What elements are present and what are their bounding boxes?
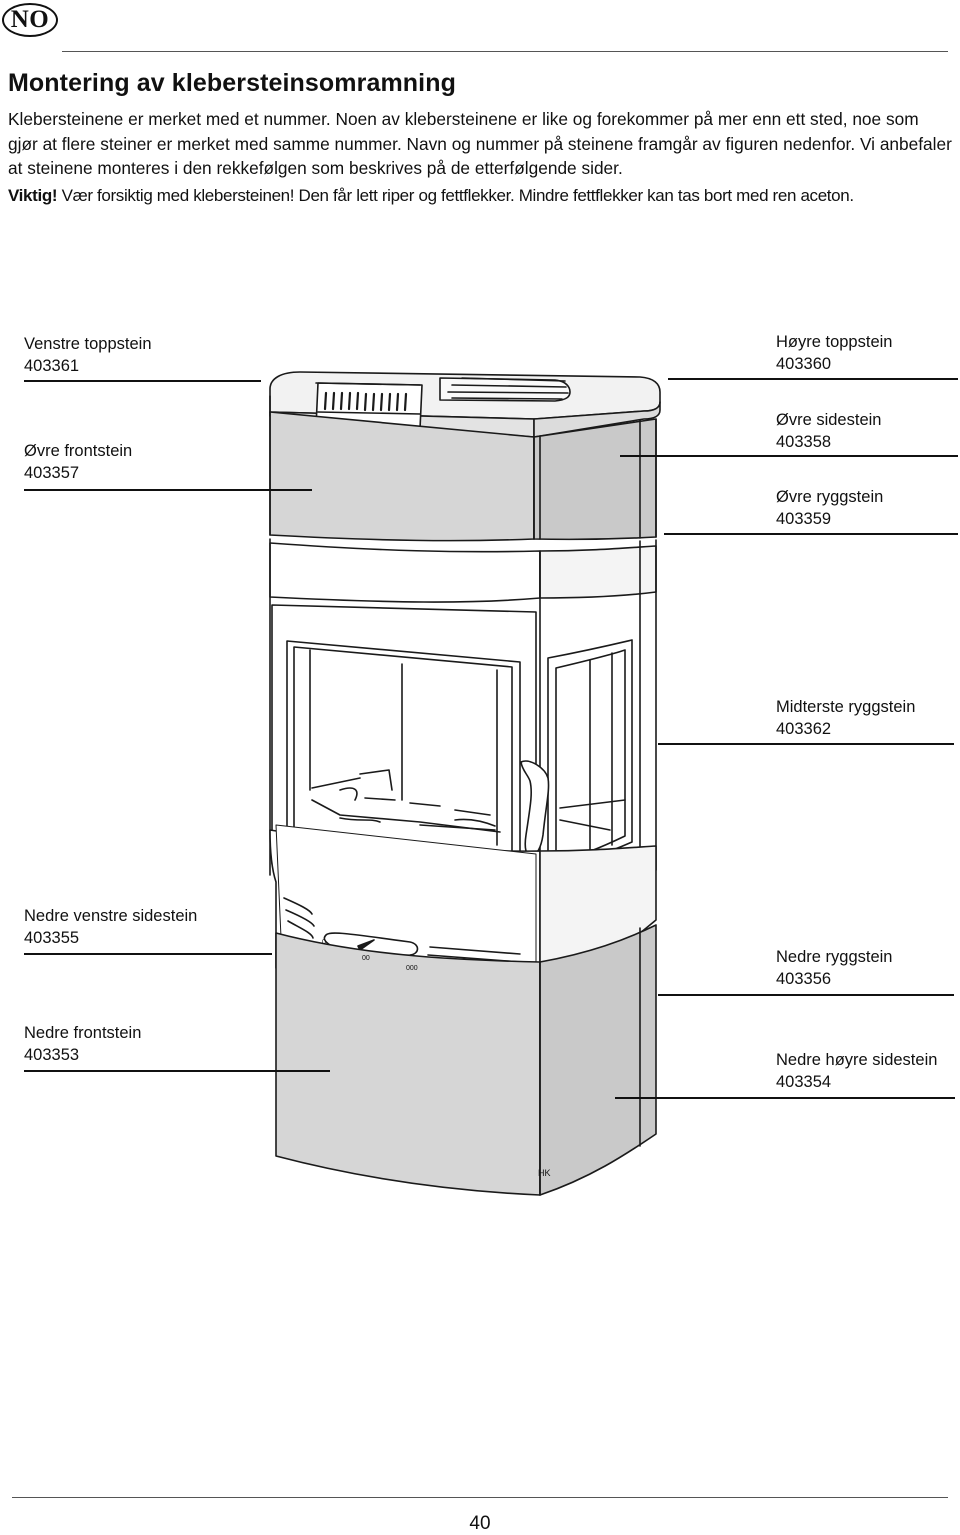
door-section	[269, 538, 657, 886]
label-name: Nedre venstre sidestein	[24, 907, 198, 925]
label-midterste-ryggstein: Midterste ryggstein 403362	[776, 697, 915, 740]
label-name: Midterste ryggstein	[776, 698, 916, 716]
label-nedre-ryggstein: Nedre ryggstein 403356	[776, 947, 892, 990]
label-number: 403360	[776, 354, 832, 373]
label-name: Nedre ryggstein	[776, 948, 893, 966]
label-nedre-hoyre-sidestein: Nedre høyre sidestein 403354	[776, 1050, 937, 1093]
artist-mark: HK	[538, 1168, 551, 1178]
upper-body	[269, 411, 657, 542]
label-venstre-toppstein: Venstre toppstein 403361	[24, 334, 152, 377]
leader-line	[24, 489, 312, 491]
label-number: 403354	[776, 1072, 832, 1091]
leader-line	[668, 378, 958, 380]
leader-line	[658, 743, 954, 745]
leader-line	[24, 953, 272, 955]
footer-rule	[12, 1497, 948, 1498]
leader-line	[615, 1097, 955, 1099]
language-badge: NO	[2, 3, 58, 37]
intro-paragraph: Klebersteinene er merket med et nummer. …	[8, 109, 952, 178]
warning-label: Viktig!	[8, 186, 58, 205]
label-nedre-frontstein: Nedre frontstein 403353	[24, 1023, 141, 1066]
label-nedre-venstre-sidestein: Nedre venstre sidestein 403355	[24, 906, 197, 949]
warning-text: Vær forsiktig med klebersteinen! Den får…	[57, 186, 855, 205]
leader-line	[24, 1070, 330, 1072]
label-name: Øvre sidestein	[776, 411, 882, 429]
page-title: Montering av klebersteinsomramning	[8, 69, 456, 97]
label-number: 403358	[776, 432, 832, 451]
label-number: 403353	[24, 1045, 80, 1064]
label-name: Venstre toppstein	[24, 335, 152, 353]
leader-line	[24, 380, 261, 382]
lower-body	[269, 824, 657, 1196]
label-ovre-sidestein: Øvre sidestein 403358	[776, 410, 881, 453]
top-plate	[269, 371, 661, 438]
label-name: Nedre høyre sidestein	[776, 1051, 938, 1069]
label-number: 403356	[776, 969, 832, 988]
label-number: 403362	[776, 719, 832, 738]
page-number: 40	[469, 1513, 491, 1534]
leader-line	[664, 533, 958, 535]
label-number: 403359	[776, 509, 832, 528]
label-name: Nedre frontstein	[24, 1024, 142, 1042]
dial-mark-1: 0	[322, 939, 326, 946]
label-ovre-frontstein: Øvre frontstein 403357	[24, 441, 132, 484]
label-name: Øvre frontstein	[24, 442, 133, 460]
label-name: Høyre toppstein	[776, 333, 893, 351]
leader-line	[620, 455, 958, 457]
label-number: 403361	[24, 356, 80, 375]
dial-mark-2: 00	[362, 955, 370, 962]
label-number: 403355	[24, 928, 80, 947]
label-number: 403357	[24, 463, 80, 482]
dial-mark-3: 000	[406, 965, 418, 972]
header-rule	[62, 51, 948, 52]
label-hoyre-toppstein: Høyre toppstein 403360	[776, 332, 892, 375]
warning-paragraph: Viktig! Vær forsiktig med klebersteinen!…	[8, 184, 953, 208]
label-ovre-ryggstein: Øvre ryggstein 403359	[776, 487, 883, 530]
label-name: Øvre ryggstein	[776, 488, 884, 506]
leader-line	[658, 994, 954, 996]
